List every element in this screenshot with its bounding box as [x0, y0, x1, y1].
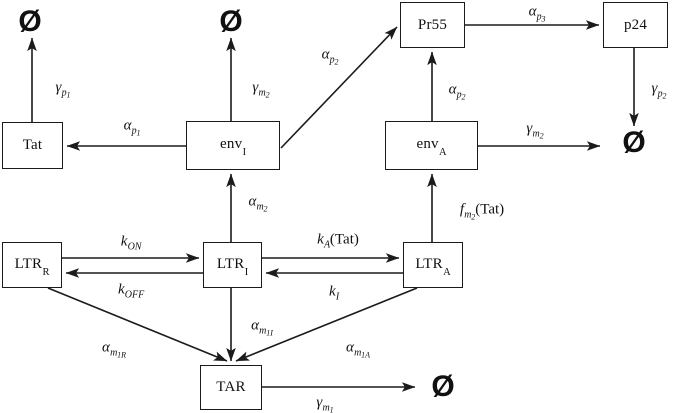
label-alpha-p1: αp1: [123, 117, 141, 138]
node-ltr-a-label: LTRA: [415, 255, 451, 278]
label-alpha-m1r: αm1R: [102, 339, 126, 360]
node-pr55-label: Pr55: [417, 16, 448, 33]
sink-symbol-tat: Ø: [18, 5, 42, 38]
node-p24[interactable]: p24: [603, 2, 668, 48]
node-env-a-label: envA: [416, 136, 447, 158]
label-alpha-p2-env-i: αp2: [321, 46, 339, 67]
sink-symbol-tar: Ø: [431, 370, 455, 403]
label-alpha-m2: αm2: [248, 193, 268, 214]
node-env-i[interactable]: envI: [186, 121, 280, 170]
node-ltr-r[interactable]: LTRR: [2, 242, 62, 288]
node-p24-label: p24: [623, 16, 648, 33]
label-k-off: kOFF: [117, 281, 145, 301]
node-ltr-i[interactable]: LTRI: [203, 242, 262, 288]
edge-envI-to-pr55: [280, 26, 398, 149]
label-k-on: kON: [120, 233, 142, 253]
label-gamma-m1: γm1: [316, 394, 334, 413]
label-alpha-m1i: αm1I: [251, 317, 273, 338]
node-pr55[interactable]: Pr55: [400, 2, 465, 48]
label-gamma-m2-env-a: γm2: [526, 120, 544, 141]
node-tar[interactable]: TAR: [200, 365, 262, 410]
sink-symbol-env-i: Ø: [219, 5, 243, 38]
label-k-a-tat: kA(Tat): [317, 231, 359, 251]
node-env-a[interactable]: envA: [385, 121, 478, 170]
label-k-i: kI: [328, 283, 340, 303]
label-gamma-p2: γp2: [651, 80, 667, 101]
label-alpha-p3: αp3: [528, 3, 546, 24]
sink-symbol-p24-env-a: Ø: [622, 126, 646, 159]
label-gamma-p1: γp1: [55, 79, 71, 100]
label-gamma-m2-env-i: γm2: [252, 79, 270, 100]
node-ltr-i-label: LTRI: [216, 255, 249, 278]
node-tat-label: Tat: [22, 137, 43, 153]
node-tat[interactable]: Tat: [2, 122, 63, 169]
node-ltr-r-label: LTRR: [14, 255, 50, 278]
label-alpha-m1a: αm1A: [346, 339, 370, 360]
node-tar-label: TAR: [216, 379, 246, 395]
node-ltr-a[interactable]: LTRA: [403, 242, 463, 288]
label-f-m2-tat: fm2(Tat): [459, 201, 505, 222]
node-env-i-label: envI: [220, 136, 247, 158]
label-alpha-p2-env-a: αp2: [448, 81, 466, 102]
